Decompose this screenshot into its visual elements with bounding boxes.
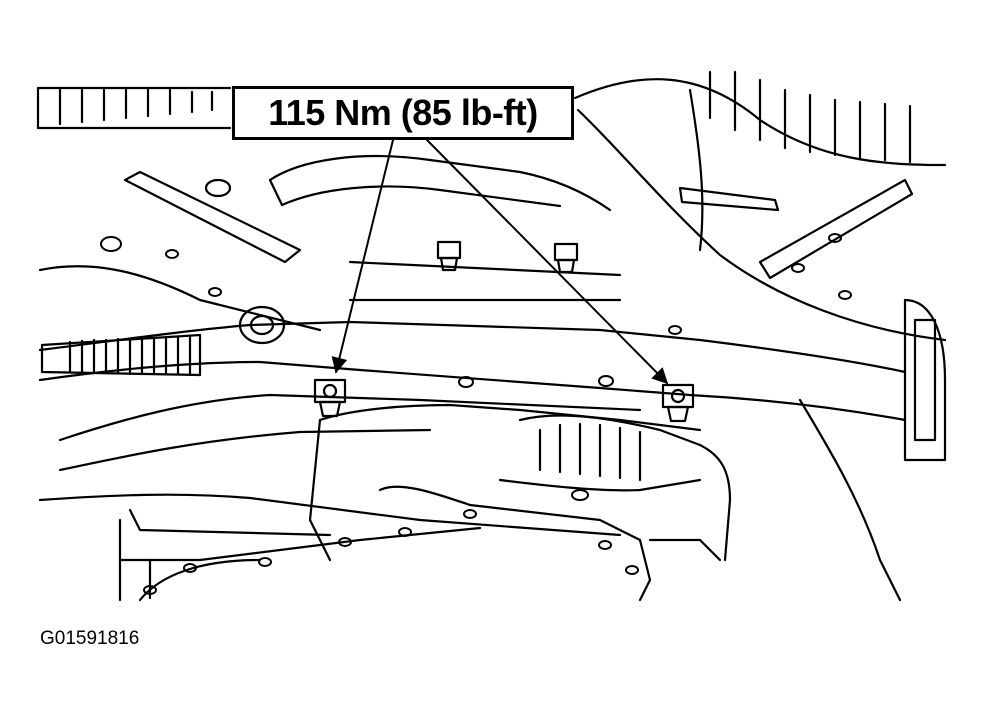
detail-holes <box>100 233 852 595</box>
crossmember-beam <box>38 260 907 537</box>
bolt-group <box>313 240 695 423</box>
oil-pan <box>118 403 702 602</box>
right-brace <box>678 178 914 280</box>
upper-support-plate <box>204 155 612 212</box>
torque-leader-arrows <box>331 139 669 385</box>
torque-callout-box: 115 Nm (85 lb-ft) <box>232 86 574 140</box>
bolt-icon <box>313 378 347 418</box>
left-brace <box>38 170 322 332</box>
bolt-icon <box>553 242 579 274</box>
bolt-icon <box>436 240 462 272</box>
figure-id: G01591816 <box>40 628 140 649</box>
right-mount <box>903 298 947 462</box>
bolt-icon <box>661 383 695 423</box>
arrow-down-icon <box>426 139 669 385</box>
arrow-down-icon <box>331 139 394 374</box>
exhaust-section <box>498 398 902 602</box>
upper-body-panel <box>36 70 947 342</box>
steering-rack <box>40 305 286 377</box>
torque-label: 115 Nm (85 lb-ft) <box>268 92 538 133</box>
